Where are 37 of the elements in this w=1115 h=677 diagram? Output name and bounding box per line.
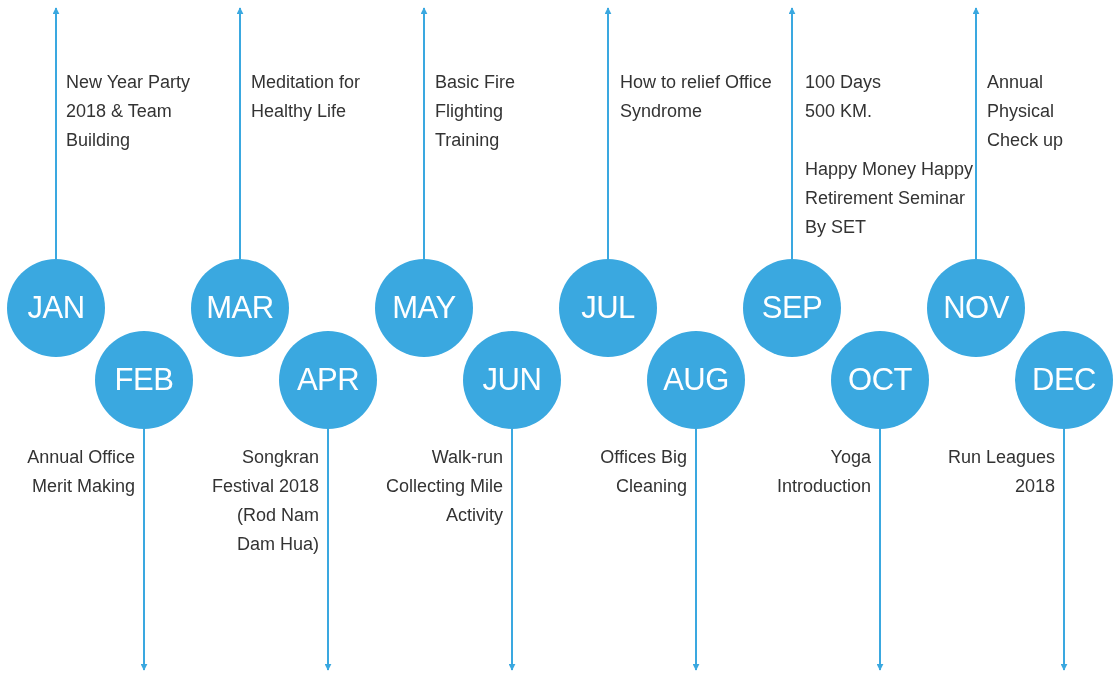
arrow <box>508 428 516 671</box>
arrow <box>604 7 612 260</box>
event-description: Songkran Festival 2018 (Rod Nam Dam Hua) <box>210 446 319 556</box>
month-label: NOV <box>943 290 1009 326</box>
month-label: DEC <box>1032 362 1096 398</box>
arrow <box>788 7 796 260</box>
month-label: JUL <box>581 290 635 326</box>
event-description: Run Leagues 2018 <box>946 446 1055 498</box>
event-description: How to relief Office Syndrome <box>620 71 773 123</box>
event-description: New Year Party 2018 & Team Building <box>66 71 192 152</box>
arrow <box>140 428 148 671</box>
month-label: FEB <box>114 362 174 398</box>
event-description: Happy Money Happy Retirement Seminar By SET <box>805 158 975 239</box>
event-description: Basic Fire Flighting Training <box>435 71 516 152</box>
month-label: MAR <box>206 290 274 326</box>
event-description: 100 Days 500 KM. <box>805 71 883 123</box>
event-description: Annual Physical Check up <box>987 71 1065 152</box>
arrow <box>876 428 884 671</box>
arrow <box>52 7 60 260</box>
arrow <box>236 7 244 260</box>
month-label: JAN <box>27 290 85 326</box>
arrow <box>692 428 700 671</box>
event-description: Walk-run Collecting Mile Activity <box>384 446 503 527</box>
arrow <box>972 7 980 260</box>
event-description: Annual Office Merit Making <box>26 446 135 498</box>
event-description: Meditation for Healthy Life <box>251 71 362 123</box>
month-label: JUN <box>482 362 542 398</box>
month-label: APR <box>296 362 360 398</box>
month-label: OCT <box>848 362 912 398</box>
month-label: MAY <box>392 290 456 326</box>
arrow <box>324 428 332 671</box>
event-description: Offices Big Cleaning <box>599 446 687 498</box>
month-label: AUG <box>663 362 729 398</box>
arrow <box>420 7 428 260</box>
month-label: SEP <box>761 290 823 326</box>
event-description: Yoga Introduction <box>775 446 871 498</box>
arrow <box>1060 428 1068 671</box>
